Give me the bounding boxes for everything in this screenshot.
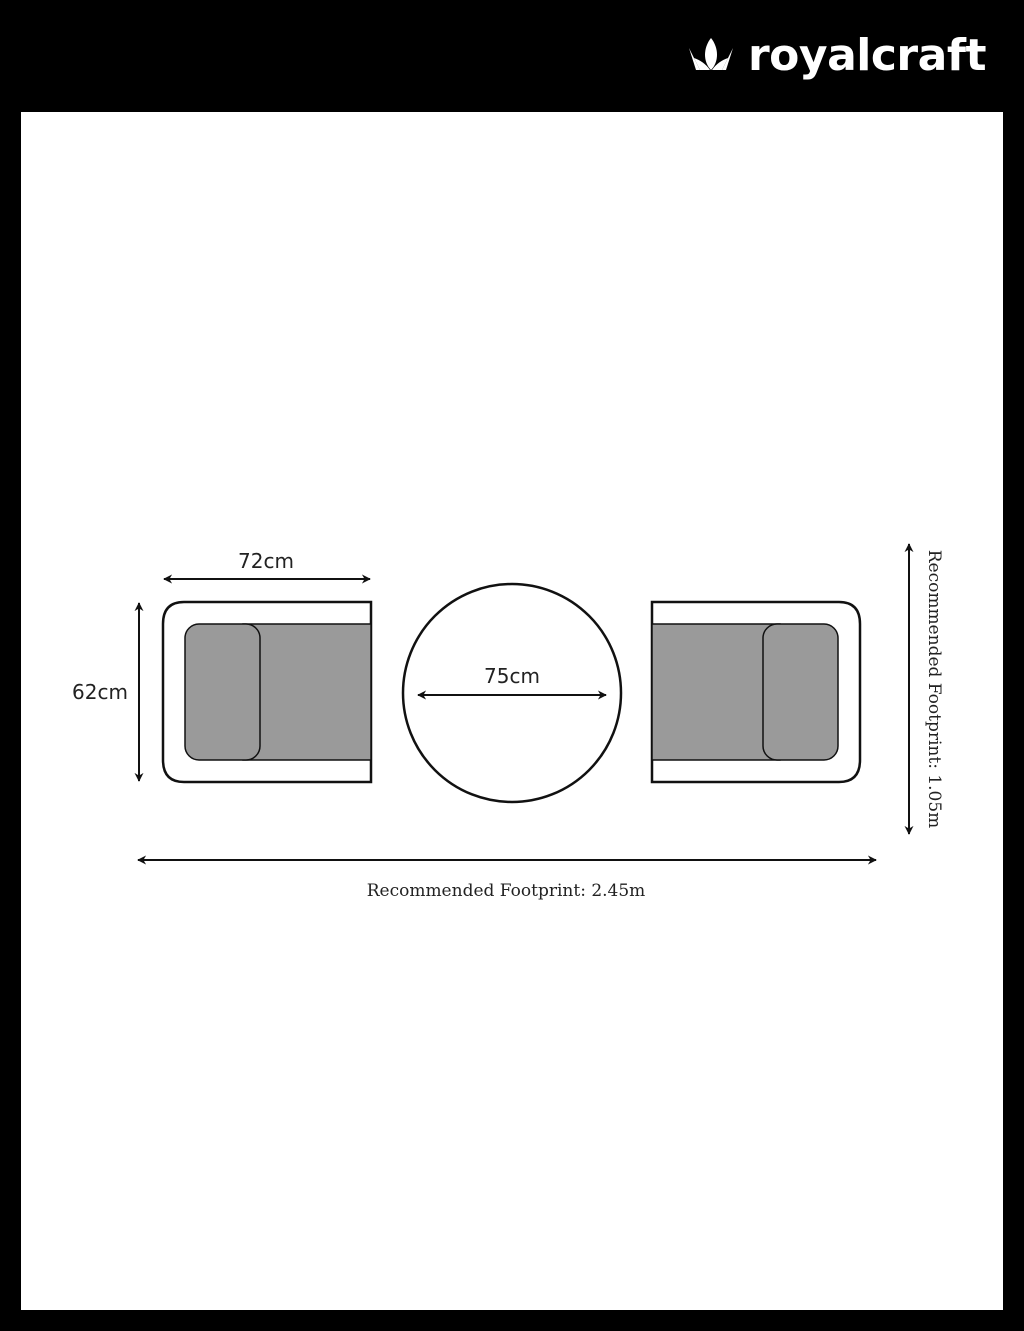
right-chair-seat-cushion [651,623,781,761]
chair-width-label: 72cm [238,549,294,573]
left-chair-seat-cushion [242,623,372,761]
header-bar: royalcraft [0,0,1024,112]
floor-plan: 72cm 62cm 75cm Recommended Footprint: 2.… [72,543,944,901]
brand-logo: royalcraft [686,28,987,84]
right-chair [650,600,862,784]
footprint-width-label: Recommended Footprint: 2.45m [367,881,646,901]
footprint-depth-label: Recommended Footprint: 1.05m [924,550,944,829]
chair-depth-label: 62cm [72,680,128,704]
left-chair-back-cushion [184,623,261,761]
left-chair [161,600,373,784]
brand-name: royalcraft [747,30,987,81]
crown-icon [686,36,736,76]
diagram-canvas: 72cm 62cm 75cm Recommended Footprint: 2.… [21,112,1003,1310]
table-diameter-label: 75cm [484,664,540,688]
right-chair-back-cushion [762,623,839,761]
round-table [401,582,623,804]
